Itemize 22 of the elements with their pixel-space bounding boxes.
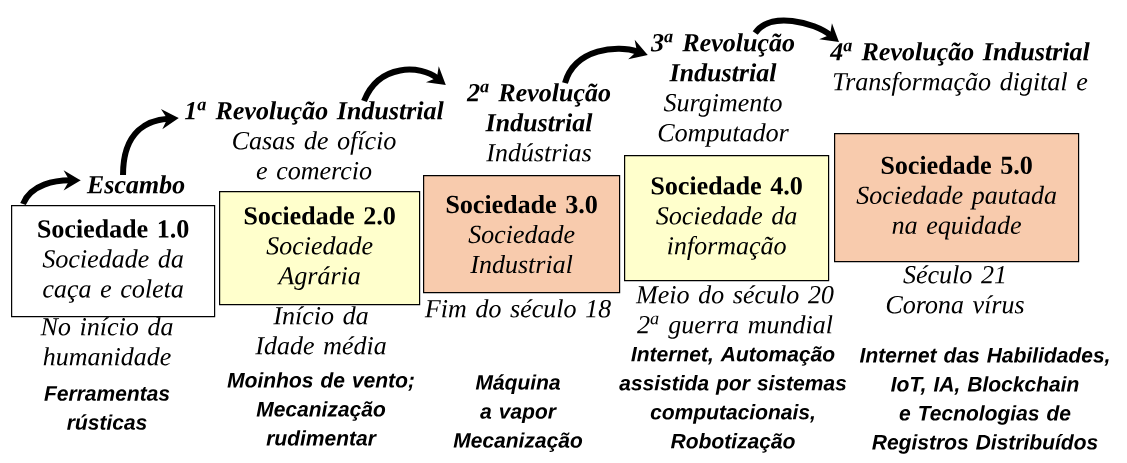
period-note: Século 21 xyxy=(903,265,1005,284)
society-box: Sociedade 1.0 Sociedade da caça e coleta xyxy=(11,205,216,318)
period-note: Meio do século 20 xyxy=(635,285,834,304)
period-note: No início da humanidade xyxy=(40,317,173,366)
technology-note: Internet das Habilidades, IoT, IA, Blockchain e Tecnologias de Registros Distribuídos xyxy=(859,347,1109,454)
society-box: Sociedade 5.0 Sociedade pautada na equidade xyxy=(834,133,1080,263)
revolution-heading: 3$^{a}$ Revolução Industrial Surgimento Computador xyxy=(650,33,795,147)
period-note: 2$^{a}$ guerra mundial xyxy=(637,315,833,339)
technology-note: Ferramentas rústicas xyxy=(44,386,170,430)
society-box: Sociedade 3.0 Sociedade Industrial xyxy=(423,175,621,294)
curved-arrow xyxy=(361,66,446,103)
technology-note: Máquina a vapor Mecanização xyxy=(453,374,583,452)
revolution-heading: Escambo xyxy=(86,175,185,194)
period-note: Início da Idade média xyxy=(255,306,386,355)
society-box: Sociedade 2.0 Sociedade Agrária xyxy=(219,191,421,306)
revolution-heading: 4$^{a}$ Revolução Industrial Transformação digital e xyxy=(829,42,1090,96)
revolution-heading: 2$^{a}$ Revolução Industrial Indústrias xyxy=(466,83,611,162)
technology-note: Internet, Automação assistida por sistemas computacionais, Robotização xyxy=(619,346,847,453)
society-box: Sociedade 4.0 Sociedade da informação xyxy=(624,155,830,282)
technology-note: Moinhos de vento; Mecanização rudimentar xyxy=(227,372,414,446)
period-note: Corona vírus xyxy=(886,295,1024,314)
period-note: Fim do século 18 xyxy=(424,299,611,318)
